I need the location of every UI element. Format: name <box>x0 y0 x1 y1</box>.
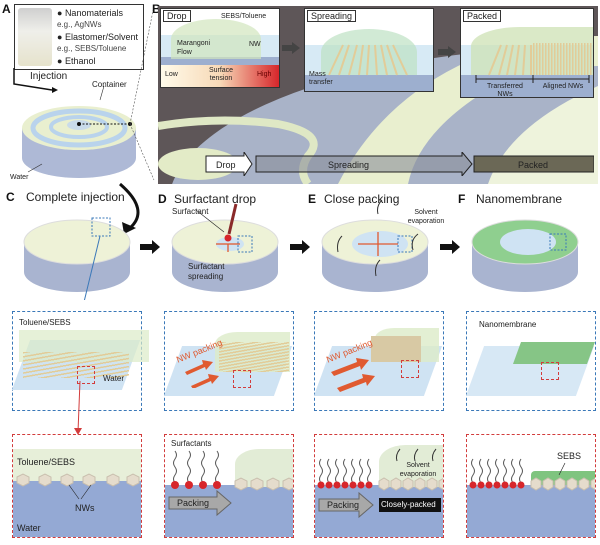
label-solvent-evaporation-top: Solvent evaporation <box>407 209 445 225</box>
label-water-zoom1: Water <box>103 374 125 383</box>
panel-e-title: Close packing <box>324 192 400 206</box>
injection-label: Injection <box>30 71 68 82</box>
cross-section-c: Toluene/SEBS NWs Water <box>12 434 142 538</box>
cross-section-f: SEBS <box>466 434 596 538</box>
label-solvent-evaporation-zoom2: Solvent evaporation <box>399 462 437 478</box>
label-nw: NW <box>249 41 261 48</box>
example-agnws: e.g., AgNWs <box>57 20 102 29</box>
label-toluene-sebs-zoom2: Toluene/SEBS <box>17 457 76 467</box>
red-zoom-box <box>233 370 251 388</box>
container-label: Container <box>92 80 127 89</box>
arrow-right-icon <box>438 46 456 58</box>
label-closely-packed: Closely-packed <box>381 500 436 509</box>
materials-box: ● Nanomaterials e.g., AgNWs ● Elastomer/… <box>14 4 144 70</box>
bullet-elastomer: ● Elastomer/Solvent <box>57 32 138 42</box>
panel-d-title: Surfactant drop <box>174 192 257 206</box>
inset-drop: Drop SEBS/Toluene Marangoni Flow NW Low … <box>160 8 280 88</box>
gradient-mid: Surface tension <box>208 67 234 82</box>
label-sebs-toluene: SEBS/Toluene <box>221 13 267 20</box>
label-surfactant: Surfactant <box>172 207 209 216</box>
arrow-right-icon <box>282 42 300 54</box>
disk-row <box>23 182 579 300</box>
panel-c-label: C <box>6 190 15 204</box>
inset-title-packed: Packed <box>463 10 502 22</box>
stage-drop: Drop <box>216 160 236 170</box>
label-mass-transfer: Mass transfer <box>309 71 333 86</box>
label-marangoni: Marangoni Flow <box>177 40 211 56</box>
packing-arrows-icon <box>331 358 375 392</box>
label-surfactants: Surfactants <box>171 439 212 448</box>
gradient-low: Low <box>165 71 178 78</box>
stage-packed: Packed <box>518 160 549 170</box>
gradient-high: High <box>257 71 272 78</box>
vial-image <box>18 8 52 66</box>
cross-section-d: Surfactants Packing <box>164 434 294 538</box>
panel-f-title: Nanomembrane <box>476 192 563 206</box>
inset-title-spreading: Spreading <box>307 10 357 22</box>
panel-a-label: A <box>2 2 11 16</box>
inset-spreading: Spreading Mass transfer <box>304 8 434 92</box>
panel-c-title: Complete injection <box>26 190 125 204</box>
example-sebs: e.g., SEBS/Toluene <box>57 44 127 53</box>
label-aligned-nws: Aligned NWs <box>542 83 584 90</box>
label-surfactant-spreading: Surfactant spreading <box>188 262 225 281</box>
packing-arrows-icon <box>185 360 219 388</box>
bullet-nanomaterials: ● Nanomaterials <box>57 8 123 18</box>
bullet-ethanol: ● Ethanol <box>57 56 96 66</box>
label-transferred-nws: Transferred NWs <box>487 83 523 98</box>
label-toluene-sebs-zoom1: Toluene/SEBS <box>19 318 71 327</box>
label-packing-d: Packing <box>177 498 210 508</box>
label-nws: NWs <box>75 503 95 513</box>
stage-spreading: Spreading <box>328 160 370 170</box>
panel-e-label: E <box>308 192 317 206</box>
zoom-c-blue: Toluene/SEBS Water <box>11 311 149 411</box>
stage-arrows <box>205 152 594 176</box>
water-label: Water <box>10 174 29 181</box>
red-zoom-box <box>77 366 95 384</box>
panel-a-graphic <box>13 5 155 181</box>
panel-f-label: F <box>458 192 466 206</box>
label-water-zoom2: Water <box>17 523 41 533</box>
zoom-d-blue: NW packing <box>163 311 294 411</box>
label-nanomembrane: Nanomembrane <box>479 320 537 329</box>
red-zoom-box <box>401 360 419 378</box>
panel-b-scene: Drop SEBS/Toluene Marangoni Flow NW Low … <box>158 6 598 184</box>
cross-section-e: Solvent evaporation Packing Closely-pack… <box>314 434 444 538</box>
inset-packed: Packed Transferred NWs Aligned NWs <box>460 8 594 98</box>
label-packing-e: Packing <box>327 500 360 510</box>
surface-tension-gradient <box>161 65 279 87</box>
zoom-f-blue: Nanomembrane <box>465 311 596 411</box>
zoom-e-blue: NW packing <box>313 311 444 411</box>
panel-b-label: B <box>152 2 161 16</box>
label-sebs: SEBS <box>557 451 582 461</box>
red-zoom-box <box>541 362 559 380</box>
inset-title-drop: Drop <box>163 10 191 22</box>
panel-d-label: D <box>158 192 167 206</box>
